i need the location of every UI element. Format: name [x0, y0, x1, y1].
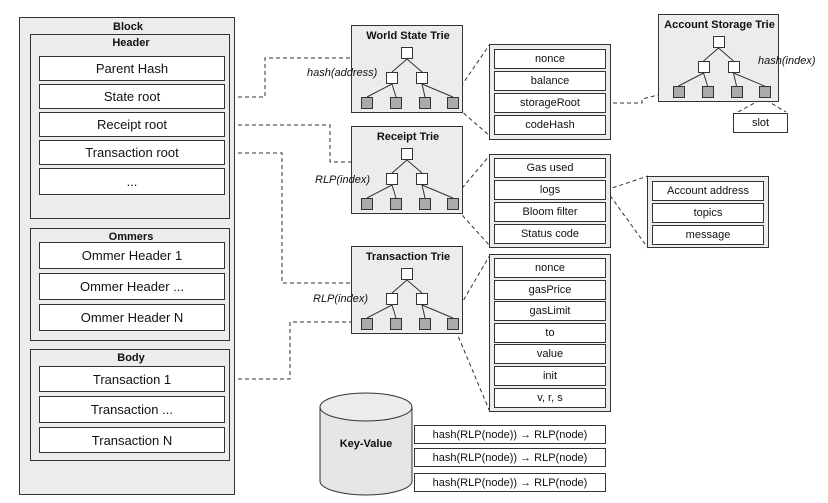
- world-state-trie-title: World State Trie: [366, 30, 450, 42]
- receipt-trie-title: Receipt Trie: [376, 131, 440, 143]
- key-value-database-icon: [319, 392, 413, 496]
- world-state-trie-panel: World State Trie: [351, 25, 463, 113]
- trie-branch-node: [727, 61, 740, 73]
- trie-branch-node: [386, 72, 398, 84]
- transaction-trie-edge-label: RLP(index): [313, 293, 369, 305]
- account-field-storage-root[interactable]: storageRoot: [494, 93, 606, 113]
- key-value-entry-1[interactable]: hash(RLP(node)) → RLP(node): [414, 425, 606, 444]
- trie-root-node: [712, 36, 725, 48]
- transaction-field-init[interactable]: init: [494, 366, 606, 386]
- trie-leaf-node: [419, 318, 431, 330]
- key-value-label: Key-Value: [339, 438, 393, 450]
- account-storage-trie-edge-label: hash(index): [758, 55, 816, 67]
- account-storage-trie-panel: Account Storage Trie: [658, 14, 779, 102]
- header-field-state-root[interactable]: State root: [39, 84, 225, 109]
- trie-root-node: [401, 148, 413, 160]
- log-field-account-address[interactable]: Account address: [652, 181, 764, 201]
- trie-root-node: [401, 268, 413, 280]
- trie-branch-node: [416, 173, 428, 185]
- trie-branch-node: [697, 61, 710, 73]
- body-transaction-more[interactable]: Transaction ...: [39, 396, 225, 423]
- transaction-field-vrs[interactable]: v, r, s: [494, 388, 606, 408]
- account-storage-trie-title: Account Storage Trie: [664, 19, 775, 31]
- body-transaction-n[interactable]: Transaction N: [39, 427, 225, 453]
- ommer-header-more[interactable]: Ommer Header ...: [39, 273, 225, 300]
- account-field-code-hash[interactable]: codeHash: [494, 115, 606, 135]
- transaction-field-value[interactable]: value: [494, 344, 606, 364]
- body-title: Body: [117, 352, 145, 364]
- trie-leaf-node: [447, 198, 459, 210]
- trie-leaf-node: [672, 86, 685, 98]
- ommer-header-n[interactable]: Ommer Header N: [39, 304, 225, 331]
- transaction-trie-panel: Transaction Trie: [351, 246, 463, 334]
- receipt-trie-edge-label: RLP(index): [315, 174, 371, 186]
- account-field-balance[interactable]: balance: [494, 71, 606, 91]
- key-value-entry-2[interactable]: hash(RLP(node)) → RLP(node): [414, 448, 606, 467]
- body-transaction-1[interactable]: Transaction 1: [39, 366, 225, 392]
- trie-branch-node: [416, 293, 428, 305]
- header-field-transaction-root[interactable]: Transaction root: [39, 140, 225, 165]
- transaction-field-gas-price[interactable]: gasPrice: [494, 280, 606, 300]
- trie-leaf-node: [758, 86, 771, 98]
- trie-root-node: [401, 47, 413, 59]
- trie-leaf-node: [361, 318, 373, 330]
- ommer-header-1[interactable]: Ommer Header 1: [39, 242, 225, 269]
- log-field-message[interactable]: message: [652, 225, 764, 245]
- transaction-field-nonce[interactable]: nonce: [494, 258, 606, 278]
- receipt-trie-panel: Receipt Trie: [351, 126, 463, 214]
- transaction-field-to[interactable]: to: [494, 323, 606, 343]
- storage-slot[interactable]: slot: [733, 113, 788, 133]
- trie-leaf-node: [419, 198, 431, 210]
- header-field-more[interactable]: ...: [39, 168, 225, 195]
- receipt-field-gas-used[interactable]: Gas used: [494, 158, 606, 178]
- trie-leaf-node: [730, 86, 743, 98]
- receipt-field-logs[interactable]: logs: [494, 180, 606, 200]
- trie-leaf-node: [447, 97, 459, 109]
- header-field-receipt-root[interactable]: Receipt root: [39, 112, 225, 137]
- trie-branch-node: [386, 173, 398, 185]
- receipt-field-bloom-filter[interactable]: Bloom filter: [494, 202, 606, 222]
- trie-edges: [678, 47, 765, 87]
- trie-leaf-node: [447, 318, 459, 330]
- trie-leaf-node: [701, 86, 714, 98]
- trie-edges: [366, 279, 454, 319]
- trie-leaf-node: [361, 198, 373, 210]
- block-title: Block: [113, 21, 143, 33]
- header-field-parent-hash[interactable]: Parent Hash: [39, 56, 225, 81]
- ommers-title: Ommers: [108, 231, 154, 243]
- trie-branch-node: [386, 293, 398, 305]
- account-field-nonce[interactable]: nonce: [494, 49, 606, 69]
- log-field-topics[interactable]: topics: [652, 203, 764, 223]
- world-state-trie-edge-label: hash(address): [307, 67, 378, 79]
- trie-edges: [366, 58, 454, 98]
- trie-branch-node: [416, 72, 428, 84]
- trie-leaf-node: [419, 97, 431, 109]
- trie-leaf-node: [390, 97, 402, 109]
- key-value-entry-3[interactable]: hash(RLP(node)) → RLP(node): [414, 473, 606, 492]
- trie-leaf-node: [390, 318, 402, 330]
- transaction-field-gas-limit[interactable]: gasLimit: [494, 301, 606, 321]
- header-title: Header: [112, 37, 150, 49]
- receipt-field-status-code[interactable]: Status code: [494, 224, 606, 244]
- trie-leaf-node: [390, 198, 402, 210]
- transaction-trie-title: Transaction Trie: [365, 251, 451, 263]
- trie-edges: [366, 159, 454, 199]
- trie-leaf-node: [361, 97, 373, 109]
